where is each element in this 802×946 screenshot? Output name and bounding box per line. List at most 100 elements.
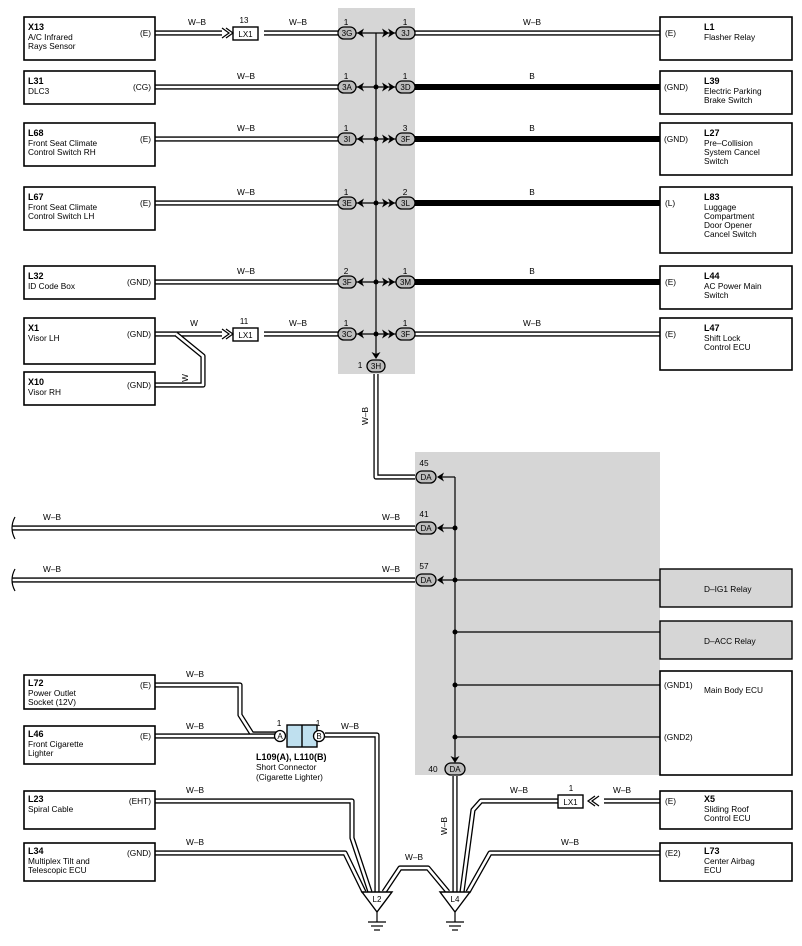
svg-text:1: 1 xyxy=(358,360,363,370)
svg-text:Control Switch RH: Control Switch RH xyxy=(28,147,96,157)
svg-text:(E): (E) xyxy=(140,731,151,741)
svg-text:D–IG1 Relay: D–IG1 Relay xyxy=(704,584,752,594)
svg-text:A: A xyxy=(277,732,283,741)
svg-text:LX1: LX1 xyxy=(563,798,578,807)
component-l44: (E) L44 AC Power Main Switch xyxy=(659,265,793,310)
da-41: 41 DA xyxy=(415,509,458,535)
svg-text:Power Outlet: Power Outlet xyxy=(28,688,77,698)
svg-text:1: 1 xyxy=(316,718,321,728)
svg-text:W: W xyxy=(180,374,190,382)
svg-text:W–B: W–B xyxy=(186,669,204,679)
component-l68: L68 Front Seat Climate Control Switch RH… xyxy=(23,122,156,167)
svg-text:Electric Parking: Electric Parking xyxy=(704,86,762,96)
svg-text:W–B: W–B xyxy=(360,407,370,425)
svg-text:W–B: W–B xyxy=(186,721,204,731)
svg-text:Switch: Switch xyxy=(704,290,729,300)
lx1-connector-mid: 11 LX1 xyxy=(221,317,259,342)
svg-text:Visor LH: Visor LH xyxy=(28,333,60,343)
svg-text:(GND): (GND) xyxy=(664,82,688,92)
svg-text:Compartment: Compartment xyxy=(704,211,755,221)
svg-text:Front Cigarette: Front Cigarette xyxy=(28,739,84,749)
svg-text:Visor RH: Visor RH xyxy=(28,387,61,397)
component-l46: L46 Front Cigarette Lighter (E) xyxy=(23,725,156,765)
svg-text:W–B: W–B xyxy=(439,817,449,835)
svg-text:L39: L39 xyxy=(704,76,720,86)
svg-text:3C: 3C xyxy=(342,330,352,339)
svg-text:1: 1 xyxy=(277,718,282,728)
lx1-connector-top: 13 LX1 xyxy=(221,16,259,41)
svg-text:Control ECU: Control ECU xyxy=(704,342,751,352)
svg-text:Switch: Switch xyxy=(704,156,729,166)
svg-text:Rays Sensor: Rays Sensor xyxy=(28,41,76,51)
svg-text:1: 1 xyxy=(403,71,408,81)
svg-text:DA: DA xyxy=(420,576,432,585)
svg-text:Pre–Collision: Pre–Collision xyxy=(704,138,753,148)
svg-text:(E): (E) xyxy=(140,28,151,38)
svg-text:(E): (E) xyxy=(665,28,676,38)
svg-text:B: B xyxy=(529,266,535,276)
svg-text:3F: 3F xyxy=(342,278,351,287)
junction-3l: 2 3L xyxy=(395,187,416,210)
svg-text:X1: X1 xyxy=(28,323,39,333)
component-x10: X10 Visor RH (GND) xyxy=(23,371,156,406)
svg-text:AC Power Main: AC Power Main xyxy=(704,281,762,291)
svg-text:LX1: LX1 xyxy=(238,331,253,340)
component-l39: (GND) L39 Electric Parking Brake Switch xyxy=(659,70,793,115)
svg-text:Telescopic ECU: Telescopic ECU xyxy=(28,865,87,875)
svg-text:57: 57 xyxy=(419,561,429,571)
svg-text:1: 1 xyxy=(403,17,408,27)
component-l1: (E) L1 Flasher Relay xyxy=(659,16,793,61)
svg-text:L4: L4 xyxy=(451,895,460,904)
svg-text:3: 3 xyxy=(403,123,408,133)
svg-text:D–ACC Relay: D–ACC Relay xyxy=(704,636,756,646)
svg-text:X5: X5 xyxy=(704,794,715,804)
svg-text:41: 41 xyxy=(419,509,429,519)
junction-3m: 1 3M xyxy=(395,266,416,289)
svg-text:(GND2): (GND2) xyxy=(664,732,693,742)
svg-text:(L): (L) xyxy=(665,198,675,208)
svg-text:1: 1 xyxy=(344,318,349,328)
svg-text:Cancel Switch: Cancel Switch xyxy=(704,229,757,239)
svg-text:W–B: W–B xyxy=(43,564,61,574)
svg-text:Door Opener: Door Opener xyxy=(704,220,752,230)
svg-text:(GND): (GND) xyxy=(127,380,151,390)
svg-text:W–B: W–B xyxy=(613,785,631,795)
svg-text:L34: L34 xyxy=(28,846,44,856)
svg-text:3F: 3F xyxy=(401,330,410,339)
svg-text:L44: L44 xyxy=(704,271,720,281)
svg-text:(Cigarette Lighter): (Cigarette Lighter) xyxy=(256,772,323,782)
svg-text:DA: DA xyxy=(420,524,432,533)
component-l67: L67 Front Seat Climate Control Switch LH… xyxy=(23,186,156,231)
svg-text:3L: 3L xyxy=(401,199,410,208)
svg-text:1: 1 xyxy=(344,17,349,27)
svg-text:Main Body ECU: Main Body ECU xyxy=(704,685,763,695)
svg-text:X10: X10 xyxy=(28,377,44,387)
component-l32: L32 ID Code Box (GND) xyxy=(23,265,156,300)
svg-text:ECU: ECU xyxy=(704,865,722,875)
svg-text:X13: X13 xyxy=(28,22,44,32)
component-l72: L72 Power Outlet Socket (12V) (E) xyxy=(23,674,156,710)
svg-text:DA: DA xyxy=(420,473,432,482)
svg-text:(E): (E) xyxy=(665,796,676,806)
svg-text:W–B: W–B xyxy=(382,564,400,574)
component-l83: (L) L83 Luggage Compartment Door Opener … xyxy=(659,186,793,254)
svg-text:Socket (12V): Socket (12V) xyxy=(28,697,76,707)
svg-text:L32: L32 xyxy=(28,271,44,281)
svg-text:(E): (E) xyxy=(665,329,676,339)
junction-connectors-upper: 1 3G 1 3A 1 3I 1 3E 2 3F 1 3C xyxy=(337,17,416,373)
svg-text:B: B xyxy=(529,187,535,197)
da-40: 40 DA xyxy=(428,762,466,776)
svg-text:W: W xyxy=(190,318,198,328)
svg-text:(E): (E) xyxy=(140,680,151,690)
svg-text:W–B: W–B xyxy=(561,837,579,847)
svg-text:W–B: W–B xyxy=(237,187,255,197)
svg-text:L73: L73 xyxy=(704,846,720,856)
component-x5: (E) X5 Sliding Roof Control ECU xyxy=(659,790,793,830)
svg-text:3G: 3G xyxy=(342,29,353,38)
svg-text:(E): (E) xyxy=(140,198,151,208)
svg-text:3J: 3J xyxy=(401,29,409,38)
svg-text:1: 1 xyxy=(344,187,349,197)
svg-text:W–B: W–B xyxy=(382,512,400,522)
svg-text:Front Seat Climate: Front Seat Climate xyxy=(28,202,98,212)
svg-text:B: B xyxy=(529,71,535,81)
